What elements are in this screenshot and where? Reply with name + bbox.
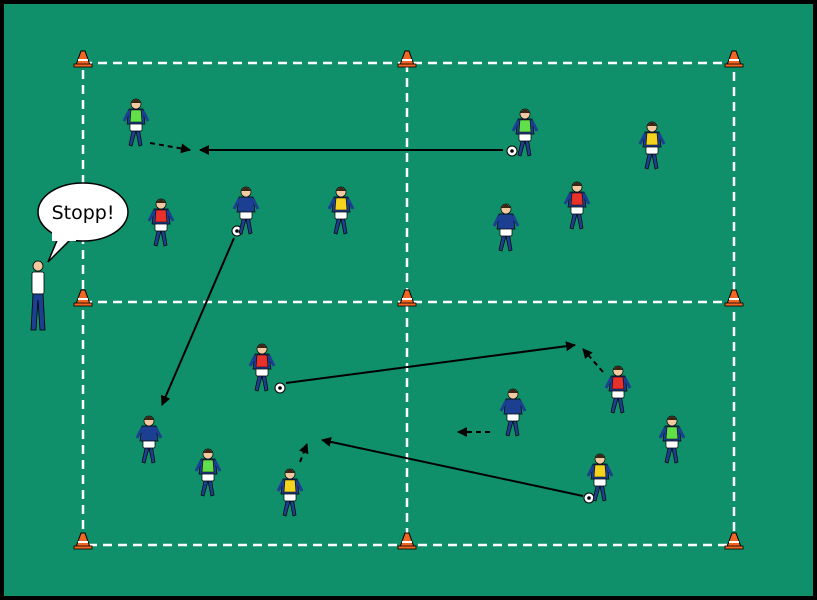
player-red-bib <box>147 198 175 247</box>
pass-arrow <box>285 341 576 384</box>
ball <box>274 382 286 394</box>
player-red-bib <box>248 343 276 392</box>
player-blue <box>232 186 260 235</box>
player-green-bib <box>122 98 150 147</box>
player-red-bib <box>604 365 632 414</box>
player-green-bib <box>511 108 539 157</box>
ball <box>506 145 518 157</box>
run-arrow <box>299 443 309 463</box>
coach-speech-text: Stopp! <box>52 202 115 224</box>
ball <box>583 492 595 504</box>
coach <box>30 260 46 331</box>
pass-arrows <box>160 145 584 497</box>
player-blue <box>499 388 527 437</box>
player-blue <box>135 415 163 464</box>
player-yellow-bib <box>327 186 355 235</box>
run-arrows <box>149 142 604 463</box>
player-red-bib <box>563 181 591 230</box>
speech-bubble: Stopp! <box>37 182 129 263</box>
players <box>122 98 686 517</box>
pass-arrow <box>321 436 584 497</box>
pass-arrow <box>160 237 235 406</box>
player-green-bib <box>658 415 686 464</box>
player-green-bib <box>194 448 222 497</box>
player-yellow-bib <box>638 121 666 170</box>
player-blue <box>492 203 520 252</box>
player-yellow-bib <box>276 468 304 517</box>
run-arrow <box>149 142 191 154</box>
player-yellow-bib <box>586 453 614 502</box>
